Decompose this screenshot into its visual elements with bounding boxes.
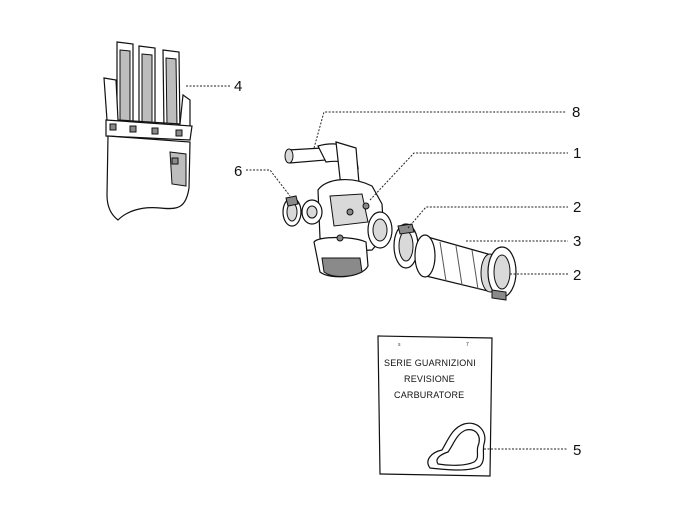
- callout-lines: [186, 85, 568, 450]
- kit-title-line3: CARBURATORE: [394, 390, 464, 400]
- carburetor-part: [284, 141, 393, 278]
- callout-2-upper: 2: [573, 199, 581, 216]
- callout-5: 5: [573, 442, 581, 459]
- clamp-left-part: [282, 195, 302, 227]
- clamp-upper-part: [393, 223, 419, 269]
- reed-valve-part: [103, 41, 193, 221]
- svg-text:7: 7: [466, 342, 469, 348]
- svg-text:s: s: [398, 342, 401, 348]
- callout-2-lower: 2: [573, 267, 581, 284]
- callout-1: 1: [573, 145, 581, 162]
- clamp-lower-part: [487, 246, 517, 301]
- gasket-kit-card: s 7 SERIE GUARNIZIONI REVISIONE CARBURAT…: [377, 335, 493, 477]
- callout-6: 6: [234, 163, 242, 180]
- leader-line-6: [246, 169, 291, 197]
- leader-line-2a: [407, 206, 568, 229]
- kit-title-line2: REVISIONE: [404, 374, 455, 384]
- callout-numbers: 4 8 1 6 2 3 2 5: [234, 78, 581, 459]
- callout-4: 4: [234, 78, 242, 95]
- leader-line-1: [369, 152, 568, 201]
- callout-8: 8: [572, 104, 580, 121]
- leader-line-8: [313, 111, 566, 149]
- kit-title-line1: SERIE GUARNIZIONI: [384, 358, 476, 368]
- intake-sleeve-part: [414, 234, 500, 293]
- callout-3: 3: [573, 233, 581, 250]
